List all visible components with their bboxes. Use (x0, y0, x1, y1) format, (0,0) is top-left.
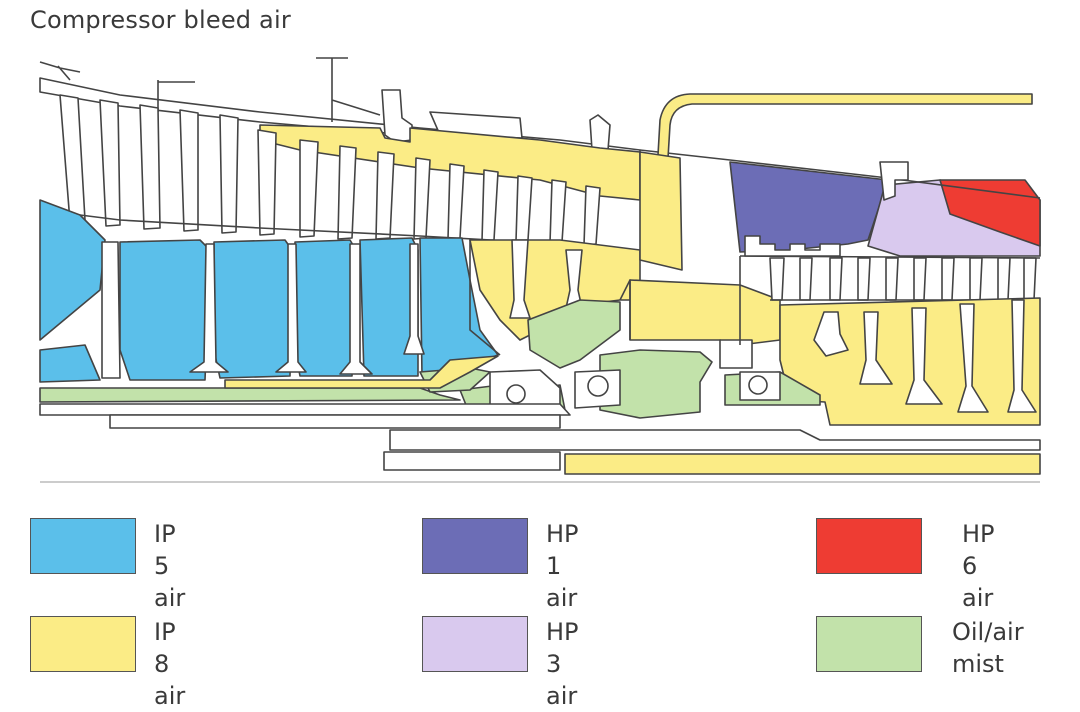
mid-frame (469, 240, 741, 356)
legend-swatch-hp1 (422, 518, 528, 574)
hp-tower (879, 161, 909, 201)
legend-swatch-hp3 (422, 616, 528, 672)
legend-swatch-ip8 (30, 616, 136, 672)
shafts (39, 403, 1041, 471)
casing-lug-2 (589, 114, 611, 151)
ip-disc-stems (101, 241, 425, 379)
hp-bleed-pipe (657, 93, 1033, 159)
hp-compressor-blades (769, 257, 1037, 301)
bearing-housings (489, 339, 781, 416)
hp-disc-stems (813, 299, 1037, 413)
engine-cross-section-diagram (39, 57, 1041, 483)
ip8-shaft-bore (564, 453, 1041, 475)
ip8-hp-disc-region (779, 297, 1041, 426)
diagram-title: Compressor bleed air (30, 6, 291, 34)
casing-flange-left (39, 61, 81, 81)
bleed-port-2 (316, 57, 381, 122)
ip8-mid-region (629, 279, 781, 346)
legend-swatch-ip5 (30, 518, 136, 574)
ip5-air-regions (39, 199, 499, 383)
legend-swatch-oil (816, 616, 922, 672)
hp-castellation (744, 235, 841, 257)
legend-swatch-hp6 (816, 518, 922, 574)
legend-label-oil: Oil/air mist (952, 618, 1024, 678)
hp6-air-region (939, 179, 1041, 247)
legend-label-hp1: HP 1 air (546, 520, 579, 612)
legend-label-hp6: HP 6 air (962, 520, 995, 612)
hp-duct-outer (639, 149, 1041, 199)
bleed-port-1 (157, 80, 195, 112)
ip8-transfer-duct (639, 151, 683, 271)
legend-label-ip5: IP 5 air (154, 520, 186, 612)
ip8-disc-stems (509, 239, 583, 319)
ip8-shaft-strip (224, 355, 499, 389)
legend-label-hp3: HP 3 air (546, 618, 579, 710)
bleed-port-3 (381, 89, 413, 143)
legend-label-ip8: IP 8 air (154, 618, 186, 710)
ip-compressor-blades (59, 94, 601, 246)
